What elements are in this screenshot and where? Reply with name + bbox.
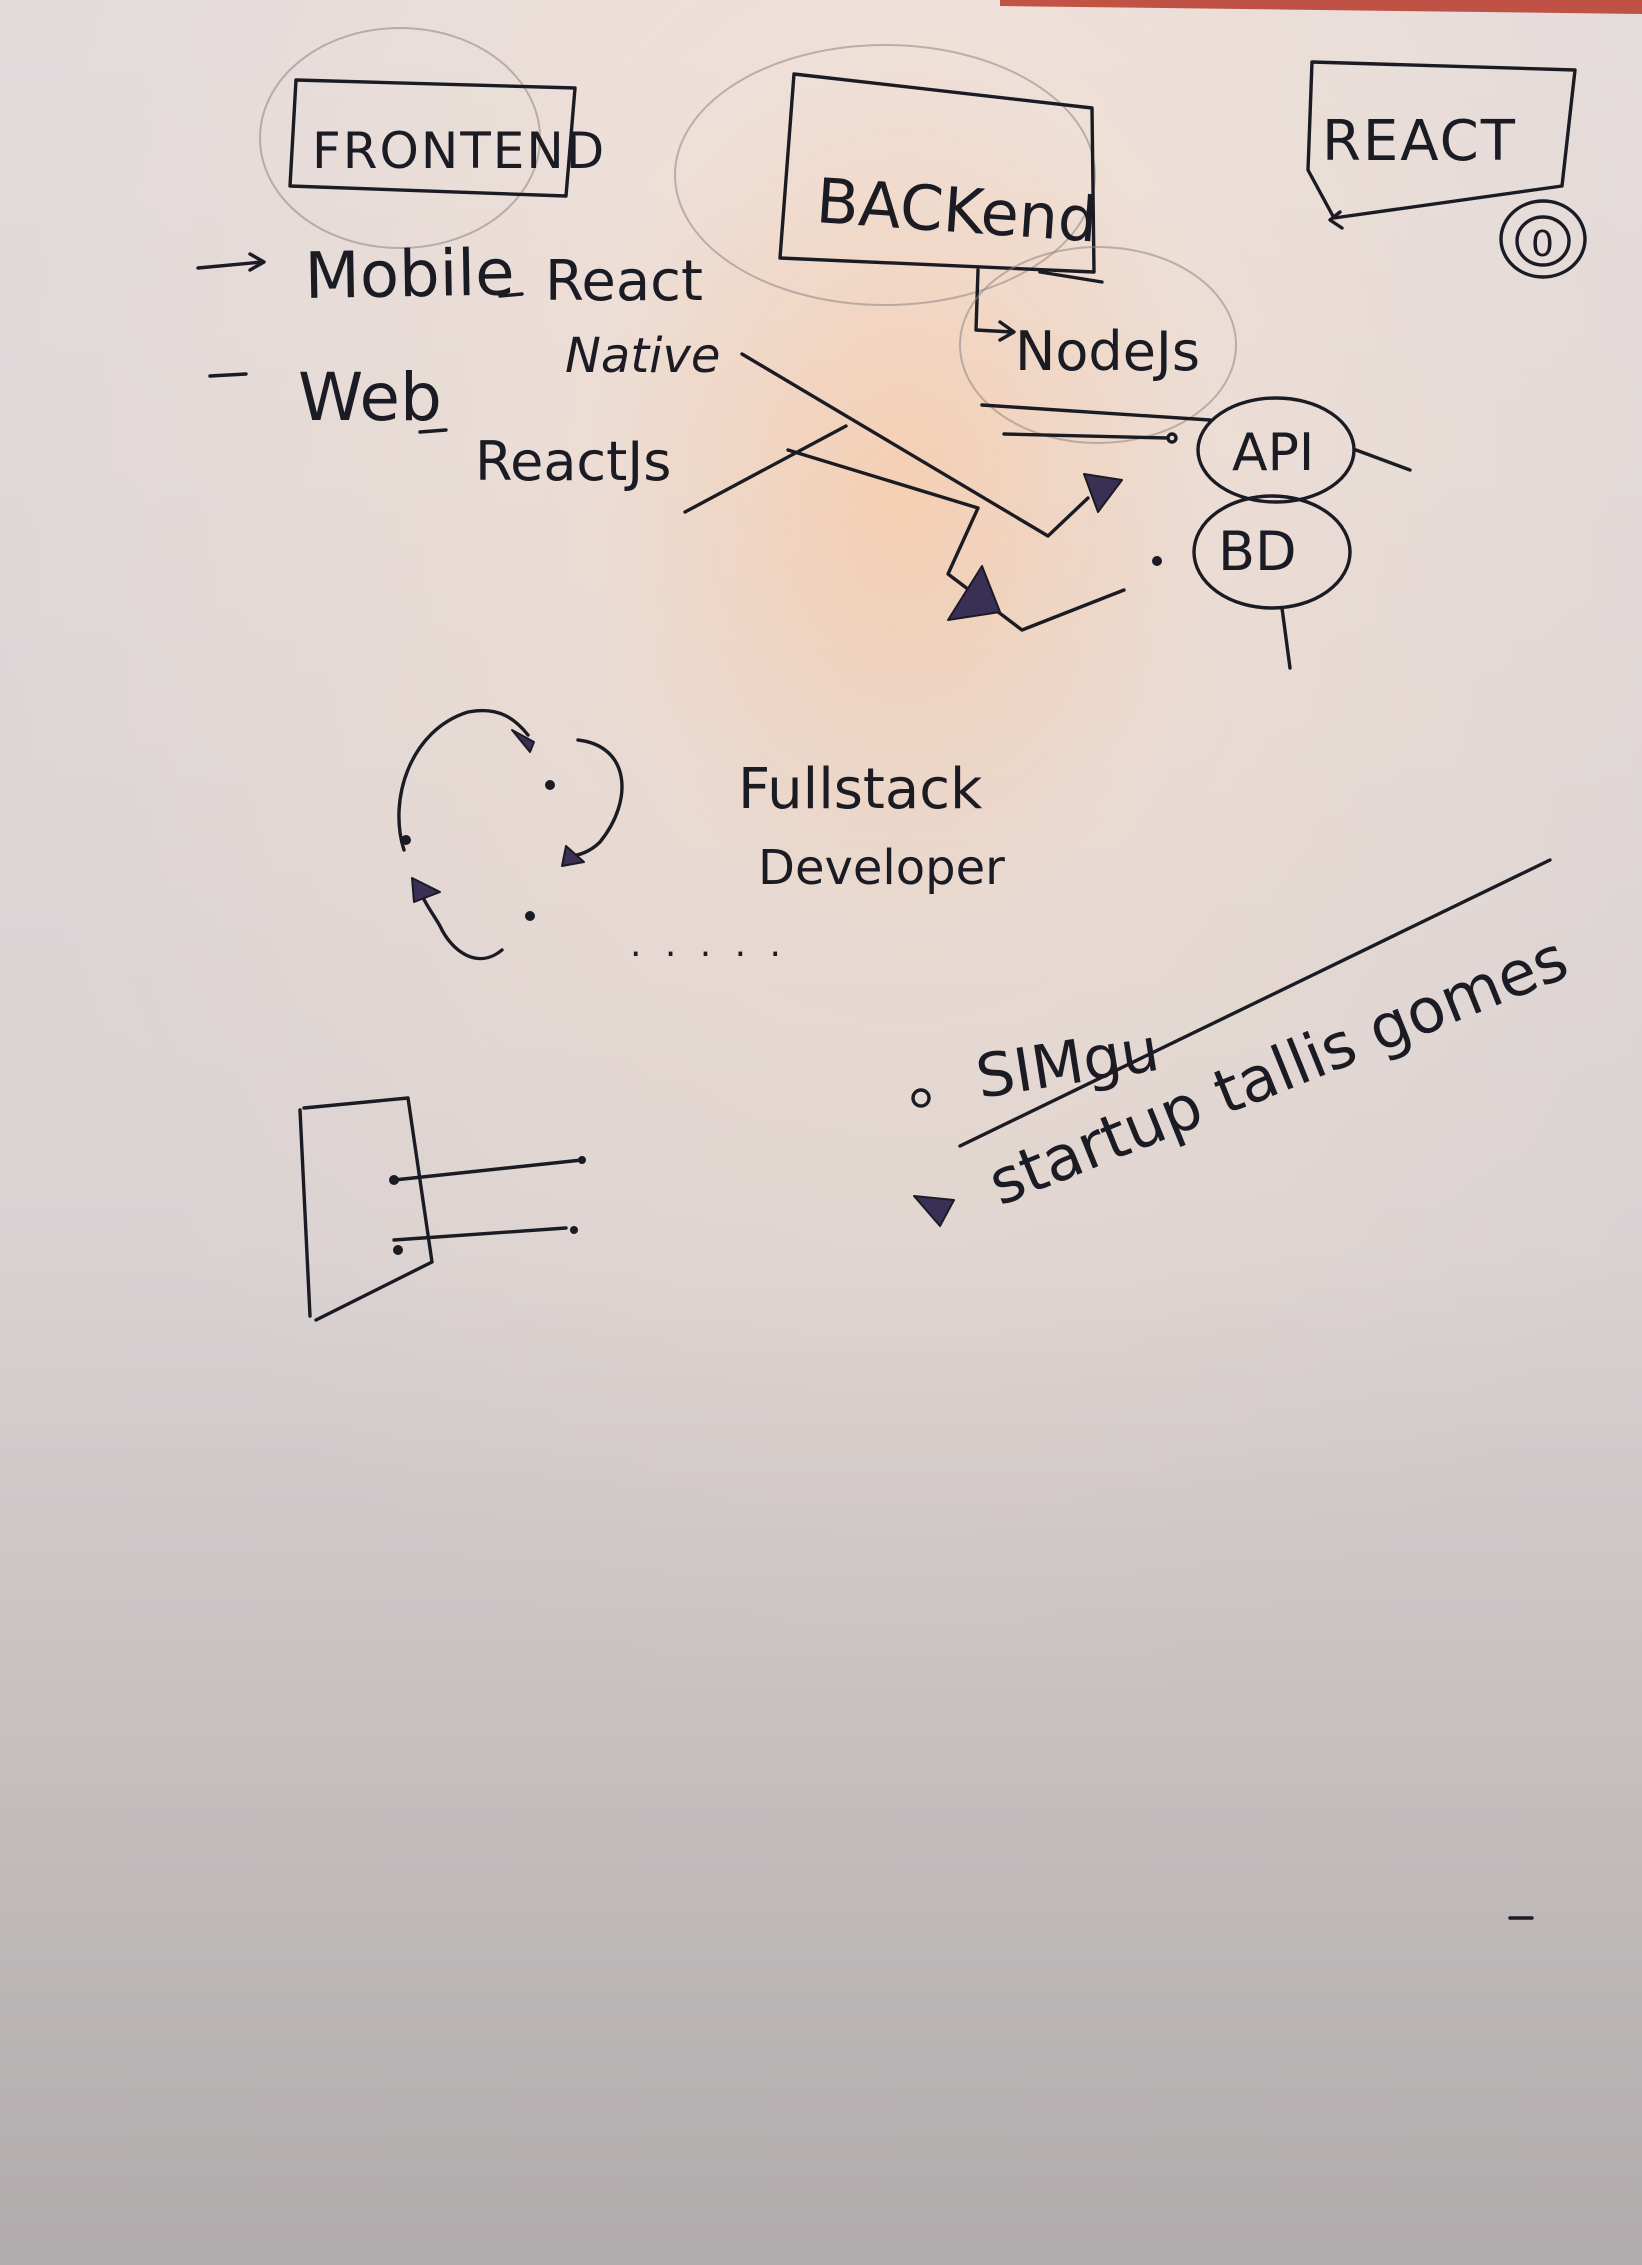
nodejs-underline — [980, 403, 1212, 422]
mobile-label: Mobile — [304, 236, 515, 314]
backend-to-node-arrow — [974, 268, 1014, 334]
web-to-api-arrow — [740, 352, 1090, 538]
cycle-arrowhead-right — [561, 845, 585, 867]
bd-circle — [1192, 494, 1352, 610]
web-label: Web — [298, 359, 442, 436]
startup-arrowhead — [913, 1195, 955, 1227]
nodejs-label: NodeJs — [1015, 320, 1200, 383]
react-box — [1306, 60, 1577, 220]
cycle-arrowhead-top — [511, 729, 535, 753]
mobile-dash — [498, 292, 524, 298]
web-dash-bullet — [208, 372, 248, 378]
backend-to-node-arrow-tip — [998, 320, 1016, 342]
diagonal-connector — [683, 424, 848, 514]
react-block: REACT 0 — [1306, 60, 1587, 279]
bd-node: BD — [1152, 494, 1352, 670]
api-tail-line — [1354, 448, 1412, 472]
table-row-dot-1 — [389, 1175, 399, 1185]
api-arrowhead — [1083, 473, 1123, 513]
bd-tail-line — [1280, 606, 1292, 670]
api-node: API — [1002, 396, 1412, 504]
react-box-arrow-tip — [1328, 210, 1344, 230]
backend-pencil-circle — [674, 44, 1096, 306]
table-left-edge — [298, 1108, 312, 1318]
react-title: REACT — [1322, 109, 1517, 174]
backend-underline — [1038, 270, 1104, 284]
mobile-row: Mobile React Native — [196, 236, 720, 384]
cycle-arc-right — [566, 738, 624, 858]
mobile-tech-line1: React — [545, 249, 703, 314]
table-frame — [302, 1096, 434, 1322]
web-tech: ReactJs — [475, 430, 671, 493]
api-circle — [1196, 396, 1356, 504]
cycle-arrowhead-left — [411, 877, 441, 903]
ellipsis: . . . . . — [630, 924, 787, 965]
nodejs-node: NodeJs — [959, 246, 1237, 444]
table-row-line-2 — [392, 1226, 568, 1242]
react-badge-circle — [1499, 199, 1587, 279]
fullstack-label: Fullstack Developer . . . . . — [630, 757, 1005, 965]
frontend-block: FRONTEND — [259, 27, 606, 249]
web-to-bd-arrow — [786, 448, 1126, 632]
simgu-bullet — [911, 1088, 931, 1108]
frontend-pencil-circle — [259, 27, 541, 249]
api-label: API — [1232, 423, 1314, 483]
frontend-box — [288, 78, 577, 198]
api-connector-line — [1002, 432, 1170, 440]
react-badge-inner-circle — [1515, 215, 1571, 267]
table-row-line-1 — [392, 1158, 584, 1182]
mobile-arrow-tip — [248, 252, 266, 272]
bd-bullet — [1152, 556, 1162, 566]
web-row: Web ReactJs — [208, 359, 671, 493]
table-row-end-2 — [570, 1226, 578, 1234]
api-connector-dot — [1166, 432, 1178, 444]
red-edge-strip — [1000, 0, 1642, 14]
strike-through-line — [958, 858, 1552, 1148]
frontend-title: FRONTEND — [312, 122, 606, 180]
fullstack-line2: Developer — [758, 840, 1005, 896]
web-dash — [418, 428, 448, 434]
backend-box — [778, 72, 1096, 274]
connection-arrows — [683, 352, 1126, 632]
cycle-dot-2 — [401, 835, 411, 845]
react-badge: 0 — [1531, 224, 1554, 265]
nodejs-pencil-circle — [959, 246, 1237, 444]
mobile-tech-line2: Native — [565, 328, 720, 384]
cycle-arc-top-left — [397, 709, 530, 852]
table-sketch — [298, 1096, 586, 1322]
table-row-dot-2 — [393, 1245, 403, 1255]
cycle-dot-3 — [525, 911, 535, 921]
table-row-end-1 — [578, 1156, 586, 1164]
cycle-dot-1 — [545, 780, 555, 790]
fullstack-cycle — [397, 709, 624, 961]
fullstack-line1: Fullstack — [738, 757, 983, 822]
bd-label: BD — [1218, 520, 1297, 583]
mobile-arrow — [196, 260, 264, 270]
bd-arrowhead — [947, 565, 1001, 621]
